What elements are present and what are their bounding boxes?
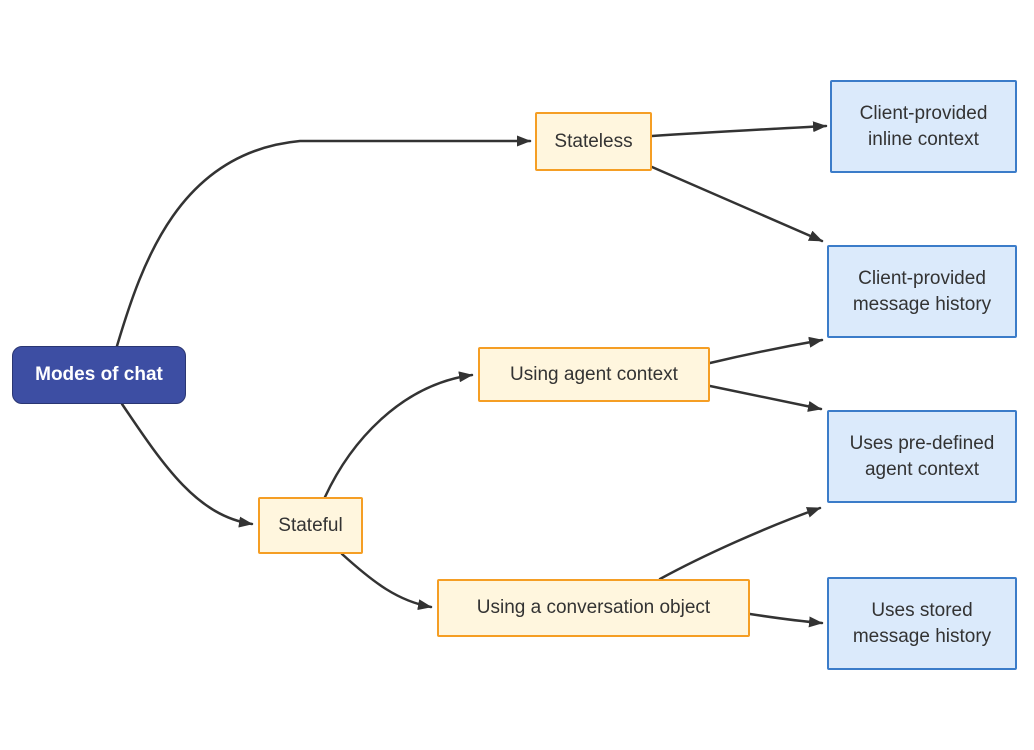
edge-using-agent-context-to-predefined-agent-context <box>708 384 823 412</box>
node-using-conversation-object-label: Using a conversation object <box>476 597 711 618</box>
node-uses-predefined-agent-context-label: Uses pre-defined agent context <box>849 432 995 480</box>
node-uses-predefined-agent-context: Uses pre-defined agent context <box>827 410 1017 503</box>
node-client-provided-message-history-label: Client-provided message history <box>852 267 992 315</box>
edge-stateless-to-client-message-history <box>650 165 824 243</box>
node-uses-stored-message-history: Uses stored message history <box>827 577 1017 670</box>
node-stateful-label: Stateful <box>278 514 343 536</box>
node-modes-of-chat: Modes of chat <box>12 346 186 404</box>
node-using-agent-context-label: Using agent context <box>510 363 678 385</box>
node-modes-of-chat-label: Modes of chat <box>35 364 163 385</box>
edge-stateful-to-using-agent-context <box>323 371 474 499</box>
node-stateless-label: Stateless <box>554 130 633 152</box>
edge-using-agent-context-to-client-message-history <box>708 336 824 365</box>
node-stateful: Stateful <box>258 497 363 554</box>
node-using-conversation-object: Using a conversation object <box>437 579 750 637</box>
node-uses-stored-message-history-label: Uses stored message history <box>852 599 992 647</box>
edge-modes-of-chat-to-stateless <box>115 135 532 348</box>
node-client-provided-inline-context-label: Client-provided inline context <box>859 102 988 150</box>
edge-using-conversation-object-to-stored-message-history <box>748 612 824 628</box>
edge-modes-of-chat-to-stateful <box>120 402 254 528</box>
edge-using-conversation-object-to-predefined-agent-context <box>658 506 822 581</box>
node-stateless: Stateless <box>535 112 652 171</box>
edge-stateful-to-using-conversation-object <box>340 552 433 611</box>
edge-stateless-to-client-inline-context <box>650 121 828 138</box>
node-client-provided-message-history: Client-provided message history <box>827 245 1017 338</box>
node-using-agent-context: Using agent context <box>478 347 710 402</box>
node-client-provided-inline-context: Client-provided inline context <box>830 80 1017 173</box>
